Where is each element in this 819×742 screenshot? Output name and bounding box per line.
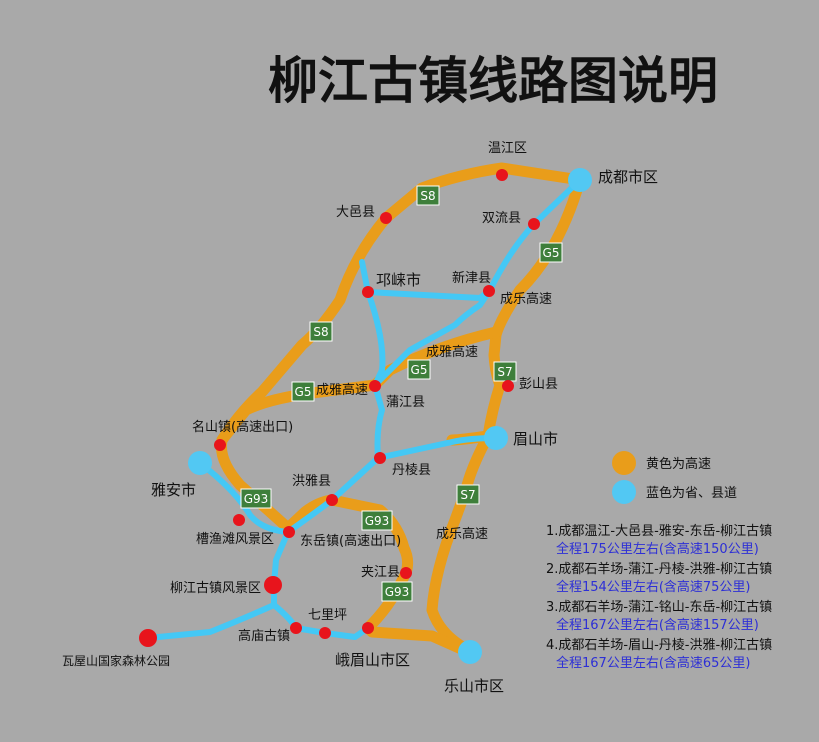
route-3-line: 3.成都石羊场-蒲江-铭山-东岳-柳江古镇 <box>546 599 772 615</box>
svg-text:G5: G5 <box>543 246 560 260</box>
marker-emeishan <box>362 622 374 634</box>
label-qiliping: 七里坪 <box>308 608 347 623</box>
label-dayi: 大邑县 <box>336 205 375 220</box>
road-wawushan-liujiang <box>145 602 277 641</box>
road-yaan-dongyue <box>197 460 291 535</box>
label-danleng: 丹棱县 <box>392 462 431 478</box>
badge-g5-center: G5 <box>407 359 431 380</box>
highway-g93-ya-ea <box>282 494 474 658</box>
map-title: 柳江古镇线路图说明 <box>268 52 718 110</box>
marker-gaomiao <box>290 622 302 634</box>
label-pengshan: 彭山县 <box>519 377 558 392</box>
label-mingshan: 名山镇(高速出口) <box>192 419 293 435</box>
label-hongya: 洪雅县 <box>292 474 331 489</box>
road-dayi-qionglai-pujiang <box>359 259 386 461</box>
badge-g93-lower: G93 <box>381 581 413 602</box>
route-descriptions: 1.成都温江-大邑县-雅安-东岳-柳江古镇 全程175公里左右(含高速150公里… <box>546 524 772 671</box>
svg-text:G5: G5 <box>295 385 312 399</box>
badge-s7-upper: S7 <box>493 361 517 382</box>
label-chengya-express-1: 成雅高速 <box>426 344 478 360</box>
marker-pengshan <box>502 380 514 392</box>
marker-qiliping <box>319 627 331 639</box>
place-labels: 成都市区 温江区 大邑县 双流县 邛崃市 新津县 成乐高速 成雅高速 成雅高速 … <box>62 141 658 695</box>
city-markers <box>188 168 592 664</box>
label-liujiang: 柳江古镇风景区 <box>170 581 261 596</box>
marker-leshan <box>458 640 482 664</box>
label-meishan: 眉山市 <box>513 430 558 448</box>
legend-highway-label: 黄色为高速 <box>646 456 711 472</box>
highway-badges: S8 S8 G5 G5 G5 S7 S7 G93 <box>240 185 563 602</box>
label-xinjin: 新津县 <box>452 270 491 286</box>
marker-danleng <box>374 452 386 464</box>
svg-text:G93: G93 <box>244 492 269 506</box>
marker-wawushan <box>139 629 157 647</box>
badge-s8-top: S8 <box>416 185 440 206</box>
marker-liujiang <box>264 576 282 594</box>
highway-s7-meishan-leshan <box>426 430 494 656</box>
marker-yaan <box>188 451 212 475</box>
marker-meishan <box>484 426 508 450</box>
marker-jiajiang <box>400 567 412 579</box>
svg-text:S7: S7 <box>460 488 475 502</box>
svg-text:S7: S7 <box>497 365 512 379</box>
marker-mingshan <box>214 439 226 451</box>
route-1-detail: 全程175公里左右(含高速150公里) <box>556 541 759 557</box>
route-2-line: 2.成都石羊场-蒲江-丹棱-洪雅-柳江古镇 <box>546 561 772 577</box>
label-gaomiao: 高庙古镇 <box>238 628 290 644</box>
route-4-detail: 全程167公里左右(含高速65公里) <box>556 655 751 671</box>
badge-g5-left: G5 <box>291 381 315 402</box>
label-yaan: 雅安市 <box>151 481 196 499</box>
label-wenjiang: 温江区 <box>488 141 527 156</box>
route-4-line: 4.成都石羊场-眉山-丹棱-洪雅-柳江古镇 <box>546 637 772 653</box>
marker-shuangliu <box>528 218 540 230</box>
svg-text:G93: G93 <box>365 514 390 528</box>
marker-dayi <box>380 212 392 224</box>
marker-wenjiang <box>496 169 508 181</box>
label-pujiang: 蒲江县 <box>386 395 425 410</box>
label-wawushan: 瓦屋山国家森林公园 <box>62 653 170 668</box>
legend-road-label: 蓝色为省、县道 <box>646 485 737 501</box>
road-qionglai-xinjin <box>365 287 493 301</box>
marker-caoyutan <box>233 514 245 526</box>
badge-s7-lower: S7 <box>456 484 480 505</box>
label-chengle-express-1: 成乐高速 <box>500 291 552 307</box>
label-jiajiang: 夹江县 <box>361 565 400 580</box>
label-chengle-express-2: 成乐高速 <box>436 526 488 542</box>
badge-g5-right: G5 <box>539 242 563 263</box>
label-dongyue: 东岳镇(高速出口) <box>300 533 401 549</box>
marker-xinjin <box>483 285 495 297</box>
town-markers <box>139 169 540 647</box>
route-2-detail: 全程154公里左右(含高速75公里) <box>556 579 751 595</box>
marker-qionglai <box>362 286 374 298</box>
badge-s8-mid: S8 <box>309 321 333 342</box>
road-dongyue-liujiang <box>271 529 291 608</box>
svg-text:S8: S8 <box>313 325 328 339</box>
route-1-line: 1.成都温江-大邑县-雅安-东岳-柳江古镇 <box>546 524 772 539</box>
marker-hongya <box>326 494 338 506</box>
label-emeishan: 峨眉山市区 <box>335 651 410 669</box>
legend-highway-swatch <box>612 451 636 475</box>
map-legend: 黄色为高速 蓝色为省、县道 <box>612 451 737 504</box>
svg-text:G5: G5 <box>411 363 428 377</box>
label-caoyutan: 槽渔滩风景区 <box>196 532 274 547</box>
label-qionglai: 邛崃市 <box>376 271 421 289</box>
label-chengdu: 成都市区 <box>598 168 658 186</box>
label-shuangliu: 双流县 <box>482 211 521 226</box>
route-3-detail: 全程167公里左右(含高速157公里) <box>556 617 759 633</box>
label-chengya-express-2: 成雅高速 <box>316 382 368 398</box>
marker-pujiang <box>369 380 381 392</box>
badge-g93-mid: G93 <box>361 510 393 531</box>
legend-road-swatch <box>612 480 636 504</box>
badge-g93-left: G93 <box>240 488 272 509</box>
marker-dongyue <box>283 526 295 538</box>
marker-chengdu <box>568 168 592 192</box>
svg-text:S8: S8 <box>420 189 435 203</box>
label-leshan: 乐山市区 <box>444 677 504 695</box>
svg-text:G93: G93 <box>385 585 410 599</box>
